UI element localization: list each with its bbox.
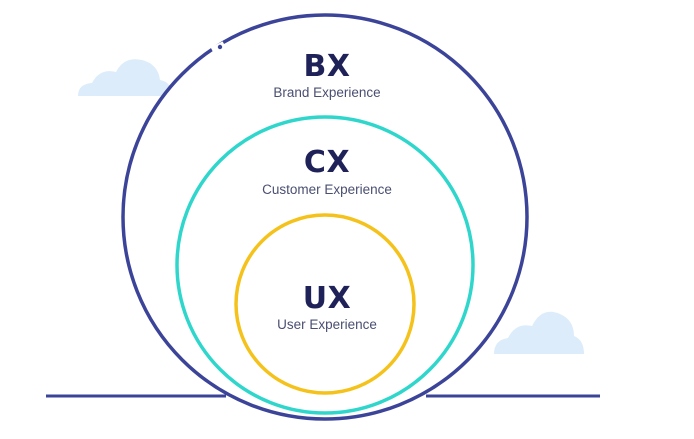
ux-ring (234, 213, 416, 395)
ux-subtitle: User Experience (277, 317, 377, 332)
bx-ring (121, 13, 529, 421)
cloud-left-icon (78, 59, 172, 96)
ux-heading: UX (302, 281, 352, 316)
bx-ring-notch (217, 44, 223, 50)
cx-subtitle: Customer Experience (262, 182, 392, 197)
cx-heading: CX (303, 145, 351, 180)
bx-heading: BX (303, 49, 351, 84)
bx-subtitle: Brand Experience (273, 85, 381, 100)
cx-ring (175, 115, 475, 415)
cloud-right-icon (494, 311, 584, 354)
